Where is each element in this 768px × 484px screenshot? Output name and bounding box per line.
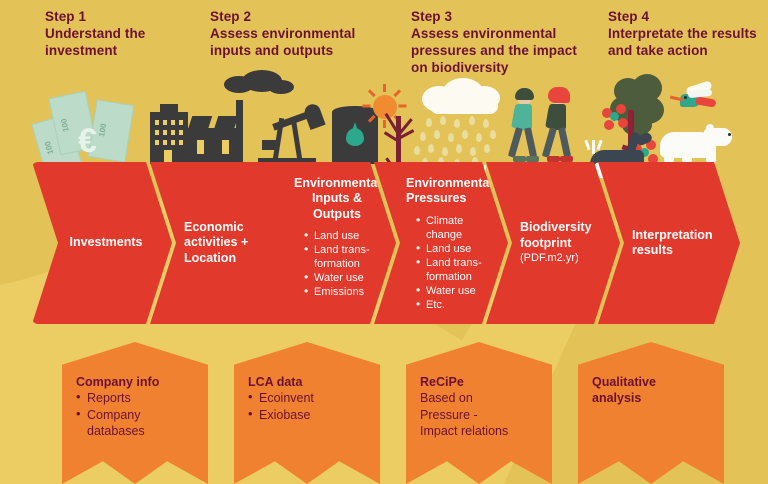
source-banner-bullets: Ecoinvent Exiobase (248, 389, 366, 423)
environment-illustration (352, 70, 602, 178)
flow-step-title: Environmental Pressures (406, 176, 493, 206)
bullet-item: Land use (305, 229, 380, 243)
step-text-4: Interpretate the results and take action (608, 26, 757, 58)
step-label-2: Step 2 (210, 9, 252, 24)
banknote-denomination: 100 (42, 140, 56, 156)
bullet-item: Water use (417, 284, 498, 298)
flow-step-economic-activities[interactable]: Economic activities + Location (150, 162, 290, 324)
flow-step-title: Environmental Inputs & Outputs (294, 176, 381, 221)
source-banner-company-info[interactable]: Company info Reports Company databases (62, 342, 208, 484)
source-banner-title: LCA data (248, 375, 303, 389)
source-banner-qualitative-analysis[interactable]: Qualitative analysis (578, 342, 724, 484)
source-banner-bullets: Reports Company databases (76, 389, 194, 439)
person-walking-icon (507, 88, 544, 170)
source-banner-line: analysis (592, 391, 642, 406)
bullet-item: Land trans-formation (305, 243, 380, 271)
step-heading-3: Step 3 Assess environmental pressures an… (411, 8, 596, 76)
flow-step-title: Interpretation results (632, 227, 713, 257)
flow-step-bullets: Climate change Land use Land trans-forma… (406, 214, 498, 313)
bullet-item: Exiobase (248, 405, 366, 423)
person-walking-icon (541, 87, 578, 170)
bullet-item: Company (76, 405, 194, 423)
data-source-banners: Company info Reports Company databases L… (0, 330, 768, 484)
flow-step-title: Investments (69, 235, 143, 250)
process-flow: Investments Economic activities + Locati… (0, 162, 768, 326)
step-text-1: Understand the investment (45, 26, 146, 58)
step-heading-2: Step 2 Assess environmental inputs and o… (210, 8, 395, 59)
bullet-item: Etc. (417, 298, 498, 312)
step-text-3: Assess environmental pressures and the i… (411, 26, 577, 75)
flow-step-title: Biodiversity footprint (520, 220, 592, 250)
euro-symbol-icon: € (78, 122, 97, 160)
smoke-icon (268, 80, 294, 94)
step-heading-1: Step 1 Understand the investment (45, 8, 190, 59)
source-banner-line: Based on (420, 391, 473, 406)
bullet-item: Water use (305, 271, 380, 285)
flow-step-title: Economic activities + Location (184, 220, 249, 265)
bullet-item: Climate change (417, 214, 498, 242)
bullet-item: Reports (76, 389, 194, 406)
step-label-4: Step 4 (608, 9, 650, 24)
banknote-denomination: 100 (59, 117, 71, 133)
hummingbird-icon (669, 80, 717, 116)
flow-step-bullets: Land use Land trans-formation Water use … (294, 229, 380, 299)
bullet-item: Land use (417, 242, 498, 256)
source-banner-title: Company info (76, 375, 160, 389)
source-banner-line: Pressure - (420, 407, 478, 422)
step-headings: Step 1 Understand the investment Step 2 … (0, 0, 768, 84)
banknote-denomination: 100 (97, 122, 109, 138)
source-banner-recipe[interactable]: ReCiPe Based on Pressure - Impact relati… (406, 342, 552, 484)
flow-step-investments[interactable]: Investments (32, 162, 172, 324)
flow-step-environmental-inputs-outputs[interactable]: Environmental Inputs & Outputs Land use … (262, 162, 396, 324)
oil-drop-icon (346, 122, 364, 146)
flower-icon (602, 104, 628, 130)
source-banner-line: Impact relations (420, 423, 509, 438)
flow-step-environmental-pressures[interactable]: Environmental Pressures Climate change L… (374, 162, 508, 324)
source-banner-title: Qualitative (592, 375, 656, 389)
bullet-item: Land trans-formation (417, 256, 498, 284)
illustration-band: 100 100 100 € (0, 70, 768, 189)
step-label-1: Step 1 (45, 9, 87, 24)
step-text-2: Assess environmental inputs and outputs (210, 26, 356, 58)
source-banner-title: ReCiPe (420, 375, 464, 389)
source-banner-lca-data[interactable]: LCA data Ecoinvent Exiobase (234, 342, 380, 484)
step-heading-4: Step 4 Interpretate the results and take… (608, 8, 758, 59)
bullet-item-continuation: databases (87, 423, 145, 438)
money-illustration: 100 100 100 € (31, 80, 152, 177)
industry-illustration (150, 70, 390, 175)
bullet-item: Ecoinvent (248, 389, 366, 406)
step-label-3: Step 3 (411, 9, 453, 24)
bullet-item: Emissions (305, 285, 380, 299)
flow-step-subtitle: (PDF.m2.yr) (520, 251, 579, 264)
